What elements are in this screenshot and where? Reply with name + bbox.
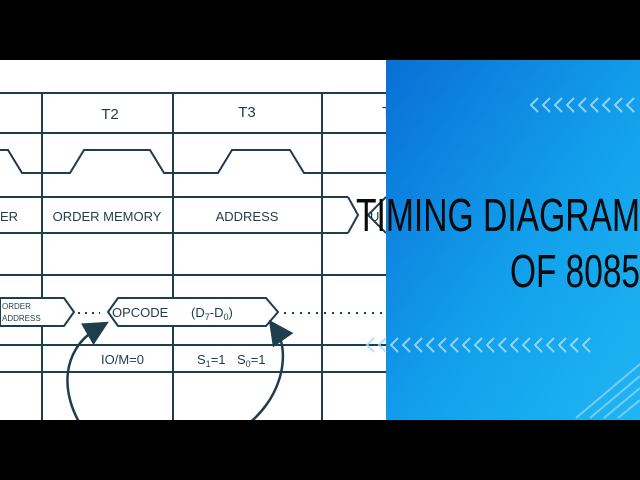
curved-arrow	[66, 321, 109, 420]
state-label-t2: T2	[101, 106, 119, 123]
address-left-label: ER	[0, 209, 18, 224]
diagonal-stripes	[575, 363, 640, 419]
data-bus-segment	[106, 297, 280, 327]
address-label: ADDRESS	[216, 209, 279, 224]
address-next-label: U	[370, 209, 379, 224]
s0-status-label: S0=1	[237, 352, 266, 369]
state-label-t4: T	[382, 104, 391, 121]
letterbox-bottom	[0, 420, 640, 480]
address-order-memory-label: ORDER MEMORY	[53, 209, 162, 224]
order-label: ORDER	[2, 302, 31, 311]
banner-title-line1: TIMING DIAGRAM	[356, 189, 640, 241]
timing-diagram: T2 T3 T ER ORDER MEMORY ADDRESS U ORDER …	[0, 60, 391, 420]
clock-waveform	[0, 149, 386, 174]
address-bus-segment	[0, 297, 76, 327]
state-label-t3: T3	[238, 104, 256, 121]
chevron-decoration-top	[529, 97, 635, 113]
address-small-label: ADDRESS	[2, 314, 41, 323]
data-range-label: (D7-D0)	[191, 305, 233, 322]
chevron-decoration-bottom	[365, 337, 591, 353]
address-bus-transition	[347, 196, 360, 234]
title-banner: TIMING DIAGRAM OF 8085	[356, 60, 640, 420]
iom-status-label: IO/M=0	[101, 352, 144, 367]
curved-arrow	[250, 319, 294, 420]
letterbox-top	[0, 0, 640, 60]
opcode-label: OPCODE	[112, 305, 169, 320]
s1-status-label: S1=1	[197, 352, 226, 369]
banner-title-line2: OF 8085	[510, 245, 640, 297]
